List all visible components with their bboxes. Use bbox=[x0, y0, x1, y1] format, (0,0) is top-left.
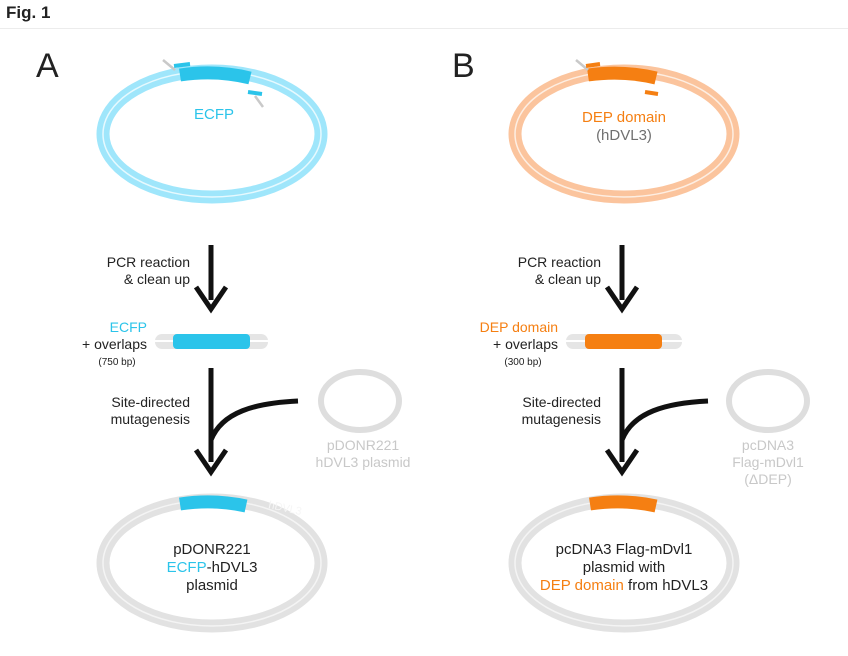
result-plasmid-line2: ECFP-hDVL3 bbox=[167, 559, 258, 576]
mutagenesis-step-b-line1: Site-directed bbox=[522, 394, 601, 410]
ecfp-inserted-segment bbox=[179, 495, 248, 513]
dep-fragment-overlaps: + overlaps bbox=[493, 336, 558, 352]
result-b-line2: plasmid with bbox=[583, 559, 666, 576]
result-hdvl3-text: -hDVL3 bbox=[207, 559, 258, 576]
pcr-step-line1: PCR reaction bbox=[107, 254, 190, 270]
ecfp-pcr-fragment bbox=[155, 334, 268, 349]
pcdna3-donor-line1: pcDNA3 bbox=[742, 437, 794, 453]
pcdna3-donor-line2: Flag-mDvl1 bbox=[732, 454, 804, 470]
mutagenesis-arrow-b bbox=[604, 368, 709, 477]
mutagenesis-step-b-line2: mutagenesis bbox=[522, 411, 601, 427]
dep-fragment-name: DEP domain bbox=[480, 319, 558, 335]
pcdna3-donor-plasmid bbox=[726, 369, 810, 433]
pcr-step-b-line2: & clean up bbox=[535, 271, 601, 287]
fragment-size: (750 bp) bbox=[98, 357, 135, 368]
dep-forward-primer bbox=[585, 62, 601, 68]
dep-plasmid-sublabel: (hDVL3) bbox=[596, 127, 652, 144]
fragment-overlaps: + overlaps bbox=[82, 336, 147, 352]
reverse-primer bbox=[247, 90, 263, 96]
pcdna3-flag-mdvl1-result-plasmid bbox=[508, 493, 740, 633]
panel-a-letter: A bbox=[36, 47, 59, 85]
hdvl3-source-plasmid: DEP domain (hDVL3) bbox=[508, 59, 740, 204]
figure-title: Fig. 1 bbox=[6, 3, 51, 22]
ecfp-plasmid-label: ECFP bbox=[194, 106, 234, 123]
dep-plasmid-label: DEP domain bbox=[582, 109, 666, 126]
pcdna3-donor-line3: (ΔDEP) bbox=[744, 471, 791, 487]
pdonr221-donor-plasmid bbox=[318, 369, 402, 433]
ecfp-insert-segment bbox=[179, 66, 252, 85]
pcr-arrow-a bbox=[193, 245, 229, 314]
donor-plasmid-line2: hDVL3 plasmid bbox=[316, 454, 411, 470]
mutagenesis-step-line1: Site-directed bbox=[111, 394, 190, 410]
pdonr221-ecfp-hdvl3-plasmid: hDVL3 bbox=[96, 493, 328, 633]
dep-fragment-size: (300 bp) bbox=[504, 357, 541, 368]
result-plasmid-line3: plasmid bbox=[186, 577, 238, 594]
result-plasmid-line1: pDONR221 bbox=[173, 541, 251, 558]
result-from-hdvl3-text: from hDVL3 bbox=[624, 577, 708, 594]
result-b-line3: DEP domain from hDVL3 bbox=[540, 577, 708, 594]
pcr-step-line2: & clean up bbox=[124, 271, 190, 287]
dep-pcr-fragment bbox=[566, 334, 682, 349]
donor-plasmid-line1: pDONR221 bbox=[327, 437, 400, 453]
mutagenesis-arrow-a bbox=[193, 368, 299, 477]
mutagenesis-step-line2: mutagenesis bbox=[111, 411, 190, 427]
result-ecfp-highlight: ECFP bbox=[167, 559, 207, 576]
panel-a: A ECFP PCR reaction & clean up ECFP bbox=[36, 47, 411, 633]
dep-inserted-segment bbox=[589, 495, 658, 513]
forward-primer bbox=[173, 62, 191, 68]
fragment-name: ECFP bbox=[110, 319, 147, 335]
pcr-arrow-b bbox=[604, 245, 640, 314]
pcr-step-b-line1: PCR reaction bbox=[518, 254, 601, 270]
dep-domain-segment bbox=[587, 66, 658, 85]
dep-reverse-primer bbox=[644, 90, 659, 96]
result-dep-highlight: DEP domain bbox=[540, 577, 624, 594]
ecfp-source-plasmid: ECFP bbox=[96, 59, 328, 204]
result-b-line1: pcDNA3 Flag-mDvl1 bbox=[556, 541, 693, 558]
figure-header: Fig. 1 bbox=[0, 0, 848, 29]
panel-b-letter: B bbox=[452, 47, 475, 85]
panel-b: B DEP domain (hDVL3) PCR reaction & clea… bbox=[452, 47, 810, 633]
